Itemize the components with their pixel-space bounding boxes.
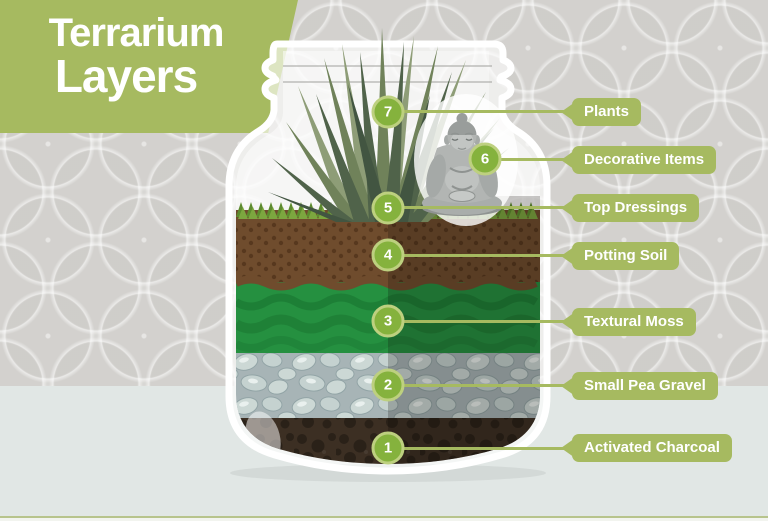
layer-label-decorative-items: Decorative Items [561, 146, 717, 174]
marker-number: 7 [383, 103, 393, 121]
footer-strip [0, 518, 768, 521]
marker-number: 2 [383, 376, 393, 394]
layer-label-top-dressings: Top Dressings [561, 194, 700, 222]
leader-line-5 [395, 206, 567, 209]
footer-divider [0, 516, 768, 518]
moss-wave [236, 293, 539, 311]
layer-label-activated-charcoal: Activated Charcoal [561, 434, 732, 462]
right-shade-overlay [388, 196, 540, 464]
page-title-line2: Layers [54, 50, 198, 102]
layer-marker-7: 7 [371, 95, 405, 129]
marker-number: 4 [383, 246, 393, 264]
label-text: Textural Moss [572, 308, 696, 336]
leader-line-6 [490, 158, 567, 161]
soil-moss-boundary [236, 275, 538, 291]
title-banner: Terrarium Layers [0, 0, 298, 133]
label-text: Activated Charcoal [572, 434, 732, 462]
leader-line-1 [395, 447, 567, 450]
layer-marker-5: 5 [371, 191, 405, 225]
marker-number: 3 [383, 312, 393, 330]
layer-marker-2: 2 [371, 368, 405, 402]
layer-marker-4: 4 [371, 238, 405, 272]
layer-label-textural-moss: Textural Moss [561, 308, 696, 336]
marker-number: 5 [383, 199, 393, 217]
label-text: Small Pea Gravel [572, 372, 718, 400]
layer-marker-6: 6 [468, 142, 502, 176]
leader-line-3 [395, 320, 567, 323]
layer-label-plants: Plants [561, 98, 642, 126]
leader-line-7 [395, 110, 567, 113]
label-text: Decorative Items [572, 146, 717, 174]
marker-number: 1 [383, 439, 393, 457]
label-text: Plants [572, 98, 642, 126]
label-text: Potting Soil [572, 242, 680, 270]
layer-marker-3: 3 [371, 304, 405, 338]
marker-number: 6 [480, 150, 490, 168]
layer-marker-1: 1 [371, 431, 405, 465]
moss-wave [236, 336, 538, 352]
leader-line-2 [395, 384, 567, 387]
page-title-line1: Terrarium [48, 11, 225, 55]
layer-label-small-pea-gravel: Small Pea Gravel [561, 372, 718, 400]
label-text: Top Dressings [572, 194, 700, 222]
layer-label-potting-soil: Potting Soil [561, 242, 680, 270]
leader-line-4 [395, 254, 567, 257]
